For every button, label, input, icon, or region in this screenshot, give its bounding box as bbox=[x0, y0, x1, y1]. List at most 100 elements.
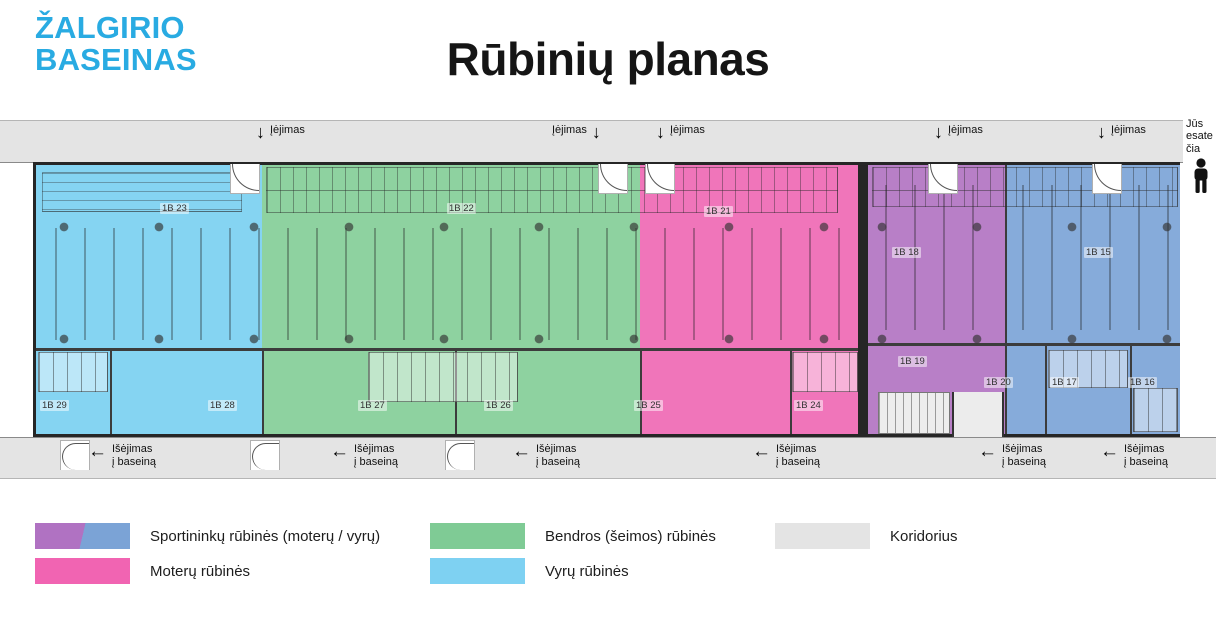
exit-label-line1: Išėjimas bbox=[354, 443, 395, 455]
exit-label-line2: į baseiną bbox=[536, 455, 581, 468]
corridor-top bbox=[0, 120, 1183, 163]
exit-marker: ← Išėjimas į baseiną bbox=[330, 441, 398, 468]
wall-room-divider bbox=[110, 350, 112, 434]
exit-label-line2: į baseiną bbox=[354, 455, 399, 468]
entrance-label: Įėjimas bbox=[270, 124, 305, 136]
room-label-1b19: 1B 19 bbox=[898, 356, 927, 367]
legend-label: Koridorius bbox=[890, 527, 958, 545]
legend-label: Bendros (šeimos) rūbinės bbox=[545, 527, 716, 545]
entrance-marker: ↓ Įėjimas bbox=[656, 122, 705, 142]
exit-label-line2: į baseiną bbox=[1124, 455, 1169, 468]
door-icon bbox=[598, 164, 628, 194]
room-label-1b26: 1B 26 bbox=[484, 400, 513, 411]
exit-label-line2: į baseiną bbox=[776, 455, 821, 468]
room-label-1b20: 1B 20 bbox=[984, 377, 1013, 388]
door-icon bbox=[1092, 164, 1122, 194]
left-arrow-icon: ← bbox=[1100, 441, 1119, 462]
exit-marker: ← Išėjimas į baseiną bbox=[752, 441, 820, 468]
room-label-1b22: 1B 22 bbox=[447, 203, 476, 214]
legend-item-sportininku: Sportininkų rūbinės (moterų / vyrų) bbox=[35, 523, 380, 549]
room-label-1b23: 1B 23 bbox=[160, 203, 189, 214]
wall-room-divider bbox=[640, 350, 642, 434]
legend-item-vyru: Vyrų rūbinės bbox=[430, 558, 629, 584]
wall-room-divider bbox=[1045, 345, 1047, 434]
exit-label-line1: Išėjimas bbox=[1124, 443, 1165, 455]
entrance-marker: ↓ Įėjimas bbox=[256, 122, 305, 142]
entrance-label: Įėjimas bbox=[1111, 124, 1146, 136]
left-arrow-icon: ← bbox=[752, 441, 771, 462]
zone-sportininku-vyru bbox=[1005, 165, 1180, 434]
exit-label-line1: Išėjimas bbox=[1002, 443, 1043, 455]
wc-stalls bbox=[1133, 388, 1178, 432]
room-label-1b21: 1B 21 bbox=[704, 206, 733, 217]
door-icon bbox=[928, 164, 958, 194]
room-label-1b25: 1B 25 bbox=[634, 400, 663, 411]
logo-line-1: ŽALGIRIO bbox=[35, 10, 185, 45]
left-arrow-icon: ← bbox=[330, 441, 349, 462]
exit-label-line1: Išėjimas bbox=[536, 443, 577, 455]
legend-swatch-koridorius bbox=[775, 523, 870, 549]
left-arrow-icon: ← bbox=[512, 441, 531, 462]
column-dots bbox=[876, 333, 1176, 345]
room-label-1b28: 1B 28 bbox=[208, 400, 237, 411]
wall-room-divider bbox=[1005, 165, 1007, 434]
exit-marker: ← Išėjimas į baseiną bbox=[88, 441, 156, 468]
legend-item-bendros: Bendros (šeimos) rūbinės bbox=[430, 523, 716, 549]
passage-to-pool bbox=[952, 392, 1004, 437]
locker-row bbox=[42, 172, 242, 212]
door-icon bbox=[445, 440, 475, 470]
down-arrow-icon: ↓ bbox=[1097, 122, 1106, 142]
locker-row bbox=[872, 167, 1178, 207]
logo-line-2: BASEINAS bbox=[35, 41, 197, 77]
wall-room-divider bbox=[455, 350, 457, 434]
column-dots bbox=[58, 333, 854, 345]
exit-label: Išėjimas į baseiną bbox=[112, 443, 156, 468]
exit-label: Išėjimas į baseiną bbox=[354, 443, 398, 468]
entrance-marker: ↓ Įėjimas bbox=[1097, 122, 1146, 142]
exit-label: Išėjimas į baseiną bbox=[1002, 443, 1046, 468]
down-arrow-icon: ↓ bbox=[656, 122, 665, 142]
room-label-1b17: 1B 17 bbox=[1050, 377, 1079, 388]
room-label-1b24: 1B 24 bbox=[794, 400, 823, 411]
exit-label: Išėjimas į baseiną bbox=[1124, 443, 1168, 468]
column-dots bbox=[58, 221, 854, 233]
entrance-label: Įėjimas bbox=[670, 124, 705, 136]
exit-label-line1: Išėjimas bbox=[776, 443, 817, 455]
left-arrow-icon: ← bbox=[978, 441, 997, 462]
door-icon bbox=[230, 164, 260, 194]
exit-marker: ← Išėjimas į baseiną bbox=[512, 441, 581, 468]
locker-row bbox=[266, 167, 838, 213]
exit-marker: ← Išėjimas į baseiną bbox=[978, 441, 1046, 468]
exit-label: Išėjimas į baseiną bbox=[776, 443, 820, 468]
zone-vyru-rubines bbox=[36, 165, 262, 434]
legend-label: Moterų rūbinės bbox=[150, 562, 251, 580]
entrance-marker: ↓ Įėjimas bbox=[934, 123, 983, 141]
left-arrow-icon: ← bbox=[88, 441, 107, 462]
legend-label: Vyrų rūbinės bbox=[545, 562, 629, 580]
exit-label-line1: Išėjimas bbox=[112, 443, 153, 455]
wall-center-divider bbox=[858, 162, 868, 437]
wall-room-divider bbox=[262, 350, 264, 434]
door-icon bbox=[250, 440, 280, 470]
door-icon bbox=[60, 440, 90, 470]
page-title: Rūbinių planas bbox=[446, 33, 770, 85]
room-label-1b16: 1B 16 bbox=[1128, 377, 1157, 388]
legend-swatch-sportininku bbox=[35, 523, 130, 549]
room-label-1b15: 1B 15 bbox=[1084, 247, 1113, 258]
wall-room-divider bbox=[1130, 345, 1132, 434]
wc-stalls bbox=[368, 352, 518, 402]
door-icon bbox=[645, 164, 675, 194]
legend-item-moteru: Moterų rūbinės bbox=[35, 558, 250, 584]
room-label-1b29: 1B 29 bbox=[40, 400, 69, 411]
down-arrow-icon: ↓ bbox=[256, 122, 265, 142]
person-icon bbox=[1190, 158, 1212, 199]
zone-moteru-rubines bbox=[640, 165, 862, 434]
legend-item-koridorius: Koridorius bbox=[775, 523, 958, 549]
corridor-bottom bbox=[0, 437, 1216, 479]
room-label-1b27: 1B 27 bbox=[358, 400, 387, 411]
exit-marker: ← Išėjimas į baseiną bbox=[1100, 441, 1168, 468]
you-are-here-label: Jūs esate čia bbox=[1186, 118, 1213, 155]
wc-stalls bbox=[792, 352, 858, 392]
legend-swatch-moteru bbox=[35, 558, 130, 584]
